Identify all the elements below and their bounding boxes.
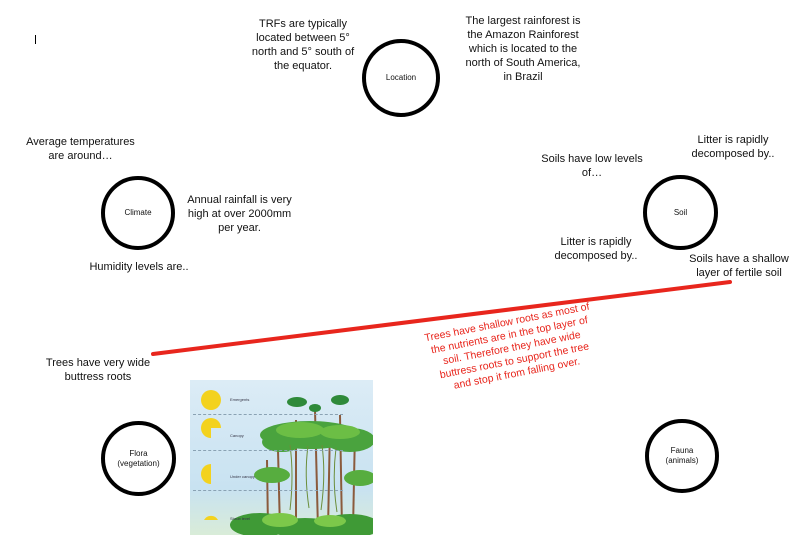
- humidity-note: Humidity levels are..: [89, 261, 189, 273]
- layer-divider: [193, 414, 343, 415]
- layer-label-emergents: Emergents: [230, 397, 250, 402]
- flora-label: Flora (vegetation): [117, 448, 160, 468]
- shallow-soil-note: Soils have a shallow layer of fertile so…: [689, 253, 789, 279]
- shrub-symbol: [204, 515, 218, 520]
- flora-circle: Flora (vegetation): [101, 421, 176, 496]
- layer-label-under-canopy: Under canopy: [230, 474, 255, 479]
- location-label: Location: [385, 73, 417, 82]
- fauna-label: Fauna (animals): [665, 446, 699, 465]
- litter-mid-note: Litter is rapidly decomposed by..: [554, 236, 638, 262]
- soils-low-note: Soils have low levels of…: [541, 153, 643, 179]
- soil-circle: Soil: [643, 175, 718, 250]
- litter-top-note: Litter is rapidly decomposed by..: [691, 134, 775, 160]
- location-circle: Location: [362, 39, 440, 117]
- layer-divider: [193, 490, 343, 491]
- temperatures-note: Average temperatures are around…: [26, 136, 135, 162]
- rainforest-illustration: [201, 390, 373, 535]
- trf-location-note: TRFs are typically located between 5° no…: [251, 18, 355, 72]
- emergents-symbol: [201, 390, 221, 410]
- climate-label: Climate: [124, 208, 152, 217]
- under-canopy-symbol: [201, 464, 211, 484]
- layer-label-canopy: Canopy: [230, 433, 244, 438]
- rainforest-layers-image: Emergents Canopy Under canopy Shrub leve…: [190, 380, 373, 535]
- climate-circle: Climate: [101, 176, 175, 250]
- amazon-note: The largest rainforest is the Amazon Rai…: [465, 15, 581, 83]
- fauna-circle: Fauna (animals): [645, 419, 719, 493]
- text-cursor: [35, 35, 36, 44]
- buttress-note: Trees have very wide buttress roots: [45, 357, 151, 383]
- soil-label: Soil: [673, 207, 688, 217]
- layer-label-shrub: Shrub level: [230, 516, 251, 521]
- canopy-symbol: [201, 418, 221, 438]
- layer-divider: [193, 450, 343, 451]
- rainfall-note: Annual rainfall is very high at over 200…: [187, 194, 292, 234]
